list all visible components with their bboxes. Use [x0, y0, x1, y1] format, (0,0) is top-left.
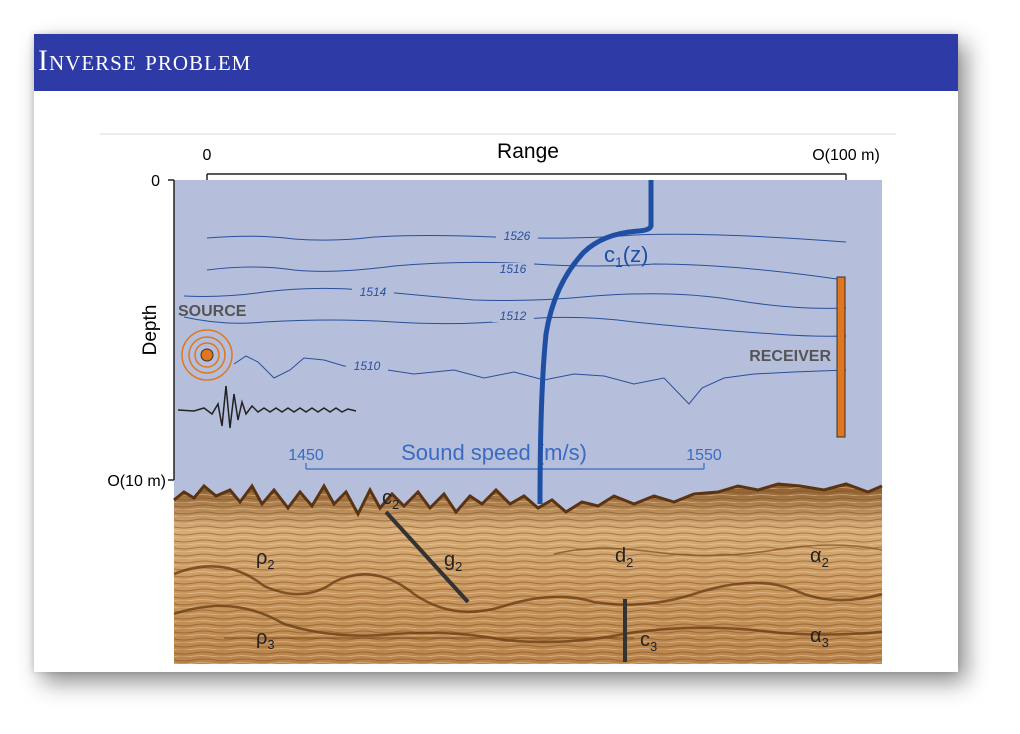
depth-bottom-label: O(10 m) — [107, 473, 166, 490]
range-axis-label: Range — [497, 140, 559, 163]
depth-top-label: 0 — [151, 173, 160, 190]
contour-label-1526: 1526 — [504, 229, 531, 243]
contour-label-1514: 1514 — [360, 285, 387, 299]
rho2-label: ρ2 — [256, 547, 275, 572]
source-waveform — [177, 385, 357, 429]
slide-title: Inverse problem — [38, 44, 252, 77]
receiver-label: RECEIVER — [749, 348, 831, 365]
source-label: SOURCE — [178, 303, 247, 320]
contour-label-1512: 1512 — [500, 309, 527, 323]
alpha3-label: α3 — [810, 625, 829, 650]
alpha2-label: α2 — [810, 545, 829, 570]
contour-1526-line — [206, 233, 847, 243]
g2-label: g2 — [444, 549, 462, 574]
slide: Inverse problem — [34, 34, 958, 672]
depth-axis-label: Depth — [140, 305, 161, 356]
source-icon — [181, 329, 233, 381]
contour-1516-line — [206, 261, 845, 281]
contour-1514-line — [183, 287, 847, 309]
rho3-label: ρ3 — [256, 627, 275, 652]
receiver-array — [836, 276, 846, 438]
ocean-acoustics-figure: 0 O(10 m) Depth 0 O(100 m) Range 1526 15… — [100, 133, 896, 664]
c2-label: c2 — [382, 487, 399, 512]
c3-label: c3 — [640, 629, 657, 654]
sediment-layers — [173, 482, 883, 664]
c2-g2-gradient-line — [384, 510, 470, 604]
range-start-label: 0 — [203, 147, 212, 164]
profile-label: c1(z) — [604, 242, 648, 270]
d2-label: d2 — [615, 545, 633, 570]
title-bar: Inverse problem — [34, 34, 958, 91]
range-end-label: O(100 m) — [812, 147, 880, 164]
contour-label-1510: 1510 — [354, 359, 381, 373]
sound-speed-profile — [537, 180, 654, 505]
sound-speed-label: Sound speed (m/s) — [401, 440, 587, 465]
sound-speed-min-label: 1450 — [288, 447, 324, 464]
contour-1510-line — [233, 355, 847, 405]
contour-label-1516: 1516 — [500, 262, 527, 276]
sound-speed-max-label: 1550 — [686, 447, 722, 464]
